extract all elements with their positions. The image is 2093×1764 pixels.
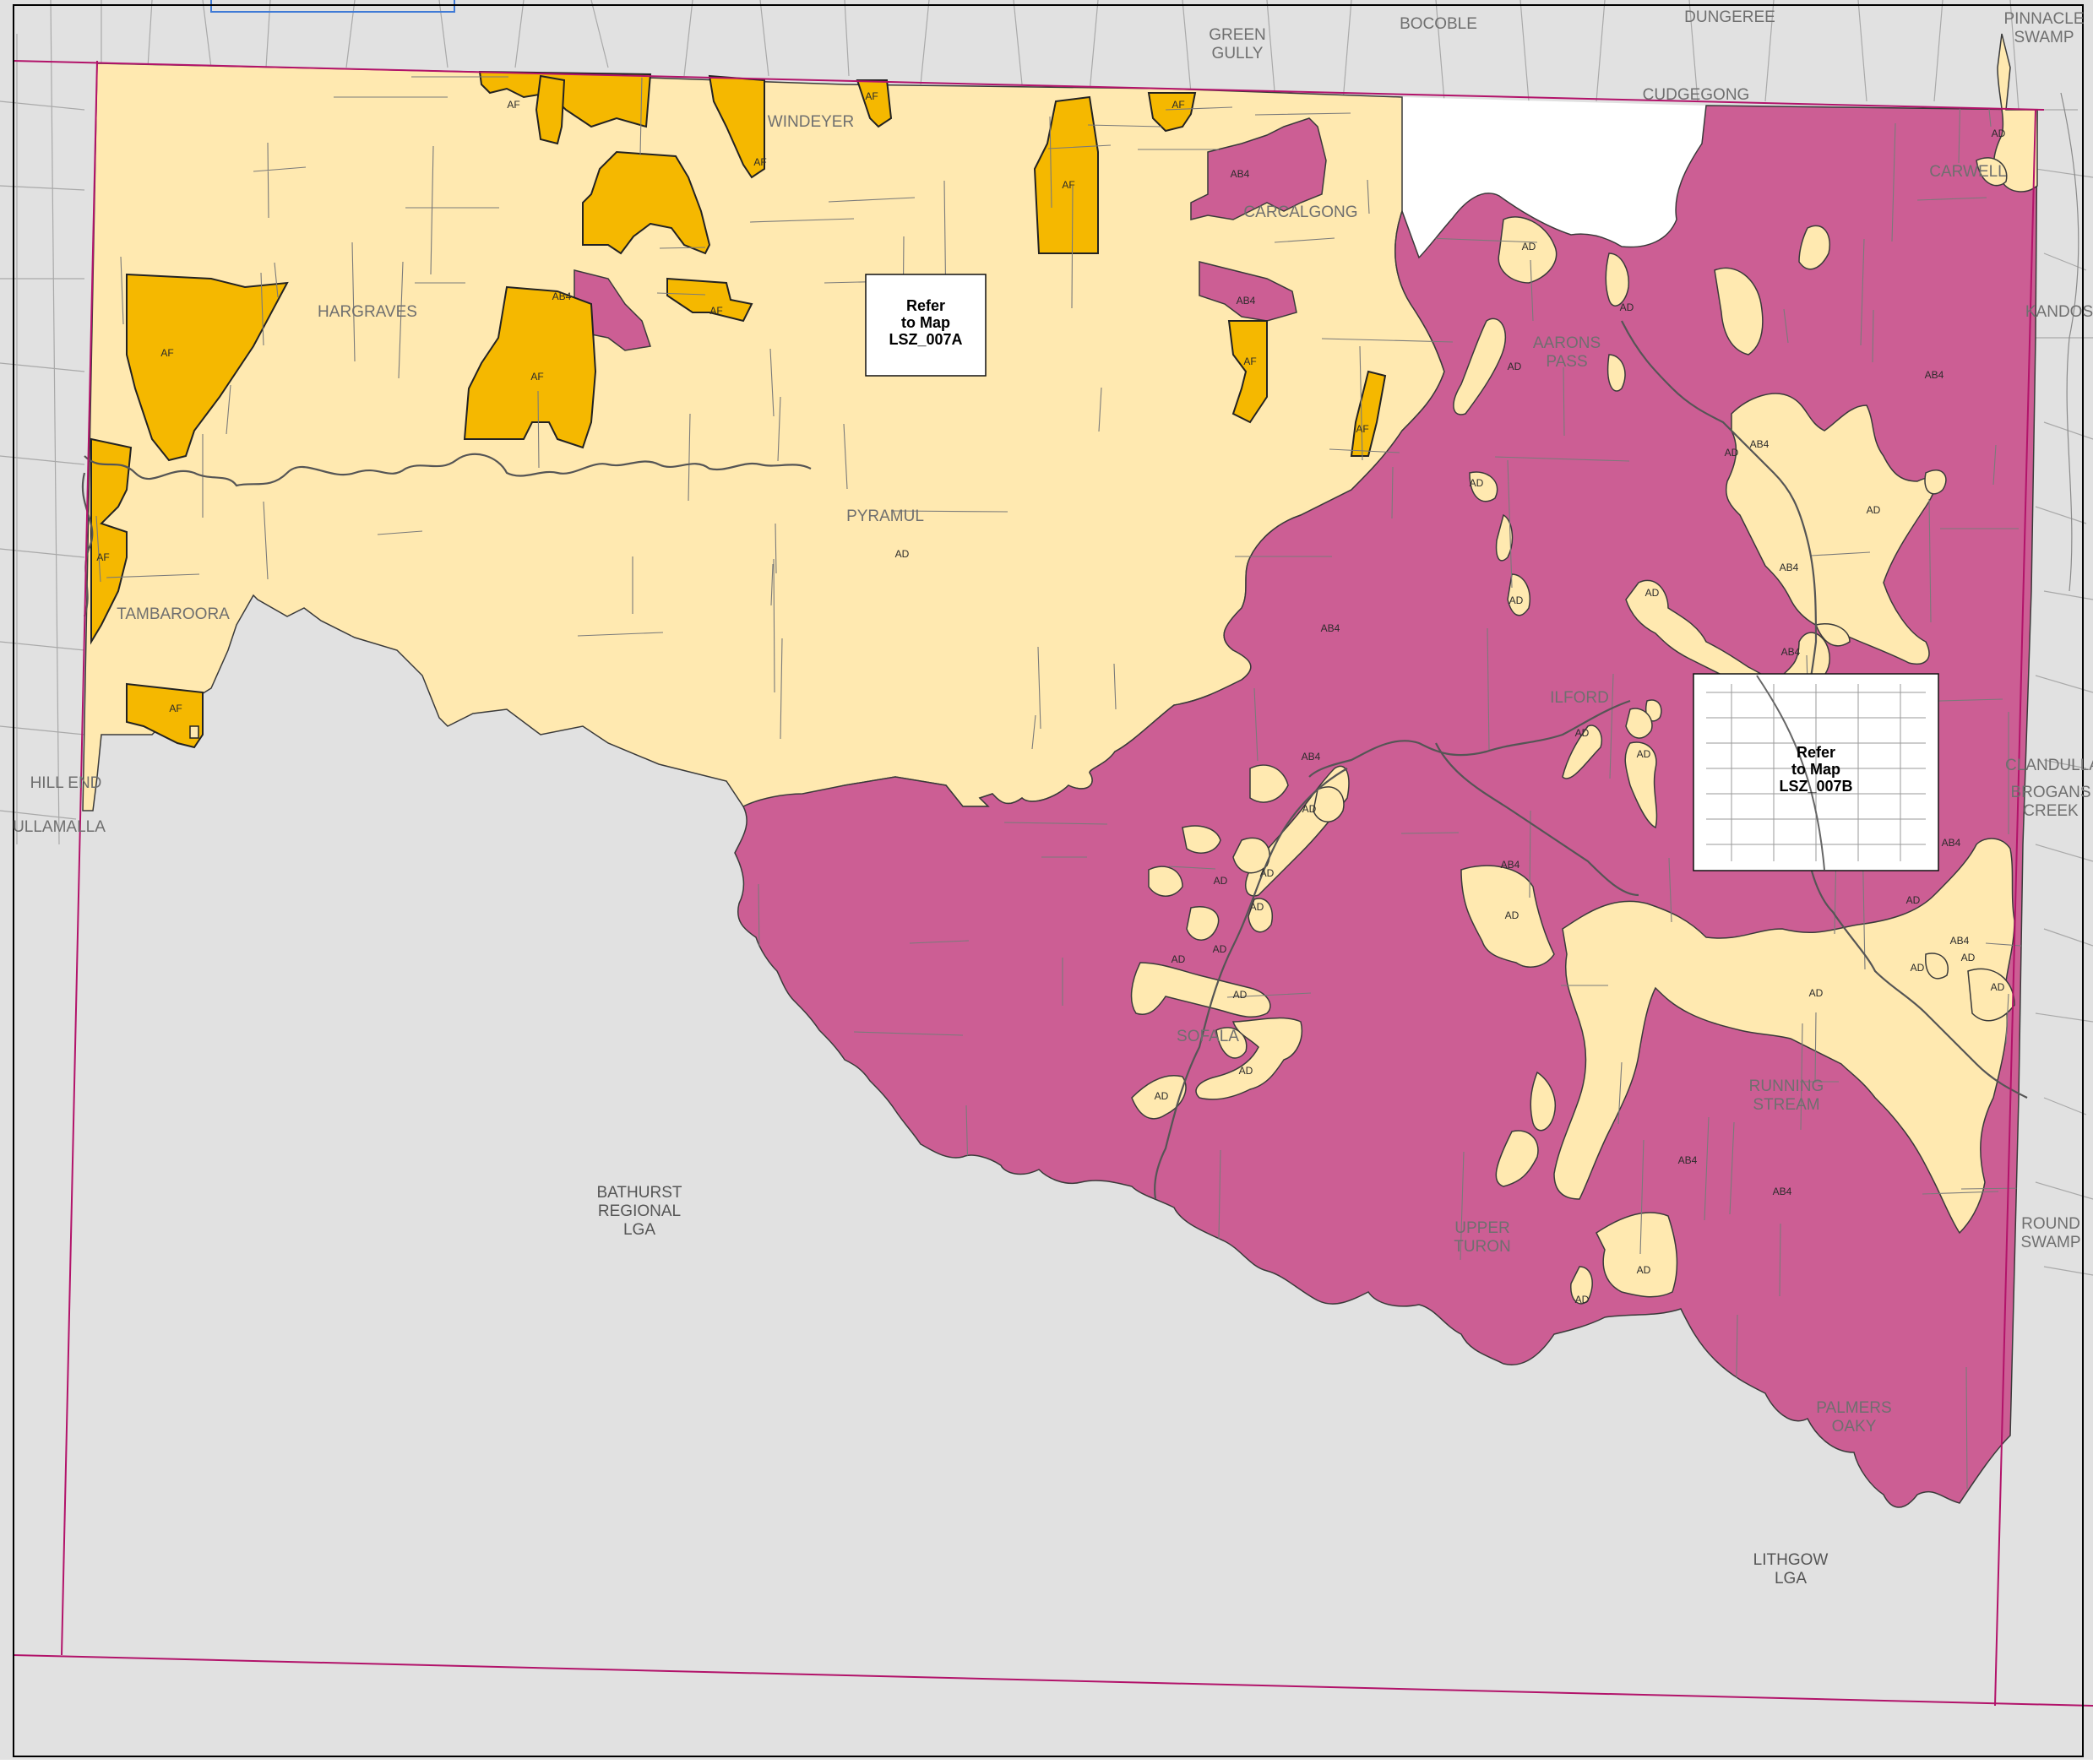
- ab4-zone: [734, 105, 2038, 1508]
- zone-label-ab4: AB4: [1781, 646, 1801, 658]
- loc-carcalgong: CARCALGONG: [1243, 204, 1357, 221]
- loc-ilford: ILFORD: [1550, 689, 1609, 707]
- ad-islands: [1130, 33, 2038, 1305]
- zone-label-ab4: AB4: [552, 290, 572, 302]
- zone-label-ad: AD: [1645, 587, 1660, 599]
- loc-pyramul: PYRAMUL: [846, 507, 924, 525]
- zone-label-af: AF: [530, 371, 543, 383]
- loc-sofala: SOFALA: [1177, 1028, 1239, 1045]
- zone-label-af: AF: [1356, 423, 1368, 435]
- refer-box-007a[interactable]: [865, 274, 987, 377]
- zone-label-ad: AD: [895, 548, 910, 560]
- loc-clandulla: CLANDULLA: [2005, 757, 2093, 774]
- loc-bocoble: BOCOBLE: [1400, 15, 1477, 33]
- white-area-north: [1402, 97, 1706, 258]
- zone-label-ad: AD: [1620, 301, 1634, 313]
- zone-label-ad: AD: [1172, 953, 1186, 965]
- zone-label-ad: AD: [1239, 1065, 1253, 1077]
- zone-label-af: AF: [169, 703, 182, 714]
- zone-label-ab4: AB4: [1501, 859, 1520, 871]
- loc-cudgegong: CUDGEGONG: [1643, 86, 1750, 104]
- zone-label-ad: AD: [1575, 727, 1590, 739]
- zone-label-af: AF: [865, 90, 878, 102]
- zone-label-ad: AD: [1906, 894, 1921, 906]
- zone-label-af: AF: [96, 551, 109, 563]
- zone-label-ab4: AB4: [1773, 1186, 1792, 1197]
- zone-label-ad: AD: [1213, 943, 1227, 955]
- loc-dungeree: DUNGEREE: [1684, 8, 1775, 26]
- small-parcel: [189, 725, 199, 739]
- zone-label-ad: AD: [1302, 803, 1317, 815]
- zone-label-ad: AD: [1809, 987, 1824, 999]
- loc-hargraves: HARGRAVES: [318, 303, 417, 321]
- zone-label-af: AF: [753, 156, 766, 168]
- zone-label-ad: AD: [1911, 962, 1925, 974]
- zone-label-ad: AD: [1155, 1090, 1169, 1102]
- map-frame-border: [13, 4, 2084, 1757]
- zone-label-ad: AD: [1509, 594, 1524, 606]
- zone-label-ab4: AB4: [1925, 369, 1944, 381]
- zone-label-af: AF: [709, 305, 722, 317]
- zone-label-ad: AD: [1214, 875, 1228, 887]
- zone-label-af: AF: [1062, 179, 1074, 191]
- zone-label-ab4: AB4: [1321, 622, 1340, 634]
- zone-label-ad: AD: [1575, 1294, 1590, 1305]
- loc-windeyer: WINDEYER: [768, 113, 854, 131]
- zone-label-ad: AD: [1505, 909, 1519, 921]
- zone-label-ab4: AB4: [1942, 837, 1961, 849]
- zone-label-ad: AD: [1867, 504, 1881, 516]
- zone-labels: AFAFAFAFAFAFAFAFAFAFAFAFAB4AB4AB4AB4AB4A…: [96, 90, 2005, 1305]
- zone-label-ab4: AB4: [1780, 562, 1799, 573]
- zone-label-ad: AD: [1725, 447, 1739, 459]
- loc-kandos: KANDOS: [2025, 303, 2093, 321]
- loc-hill-end: HILL END: [30, 774, 102, 792]
- zone-label-ad: AD: [1961, 952, 1976, 963]
- zone-label-ad: AD: [1470, 477, 1484, 489]
- zone-label-ad: AD: [1522, 241, 1536, 252]
- zone-label-ab4: AB4: [1950, 935, 1970, 947]
- loc-carwell: CARWELL: [1929, 163, 2007, 181]
- zone-label-ad: AD: [1991, 981, 2005, 993]
- zone-label-ad: AD: [1508, 361, 1522, 372]
- zone-label-af: AF: [507, 99, 519, 111]
- af-zones: [90, 70, 1387, 749]
- zone-label-ad: AD: [1233, 989, 1248, 1001]
- loc-ullamalla: ULLAMALLA: [13, 818, 106, 836]
- zone-label-af: AF: [160, 347, 173, 359]
- zone-label-ab4: AB4: [1750, 438, 1770, 450]
- zone-label-af: AF: [1243, 356, 1256, 367]
- loc-tambaroora: TAMBAROORA: [117, 605, 230, 623]
- zone-label-ad: AD: [1992, 128, 2006, 139]
- zone-label-ab4: AB4: [1231, 168, 1250, 180]
- zone-label-ab4: AB4: [1302, 751, 1321, 763]
- study-boundary: [12, 60, 2093, 1707]
- zone-label-af: AF: [1172, 99, 1184, 111]
- zone-label-ab4: AB4: [1237, 295, 1256, 307]
- zone-label-ad: AD: [1260, 867, 1275, 879]
- outside-cadastre: [0, 0, 2093, 1276]
- zone-label-ad: AD: [1250, 901, 1264, 913]
- zone-label-ad: AD: [1637, 1264, 1651, 1276]
- zone-label-ad: AD: [1637, 748, 1651, 760]
- refer-box-007b-streets: [1706, 675, 1926, 871]
- zone-label-ab4: AB4: [1678, 1154, 1698, 1166]
